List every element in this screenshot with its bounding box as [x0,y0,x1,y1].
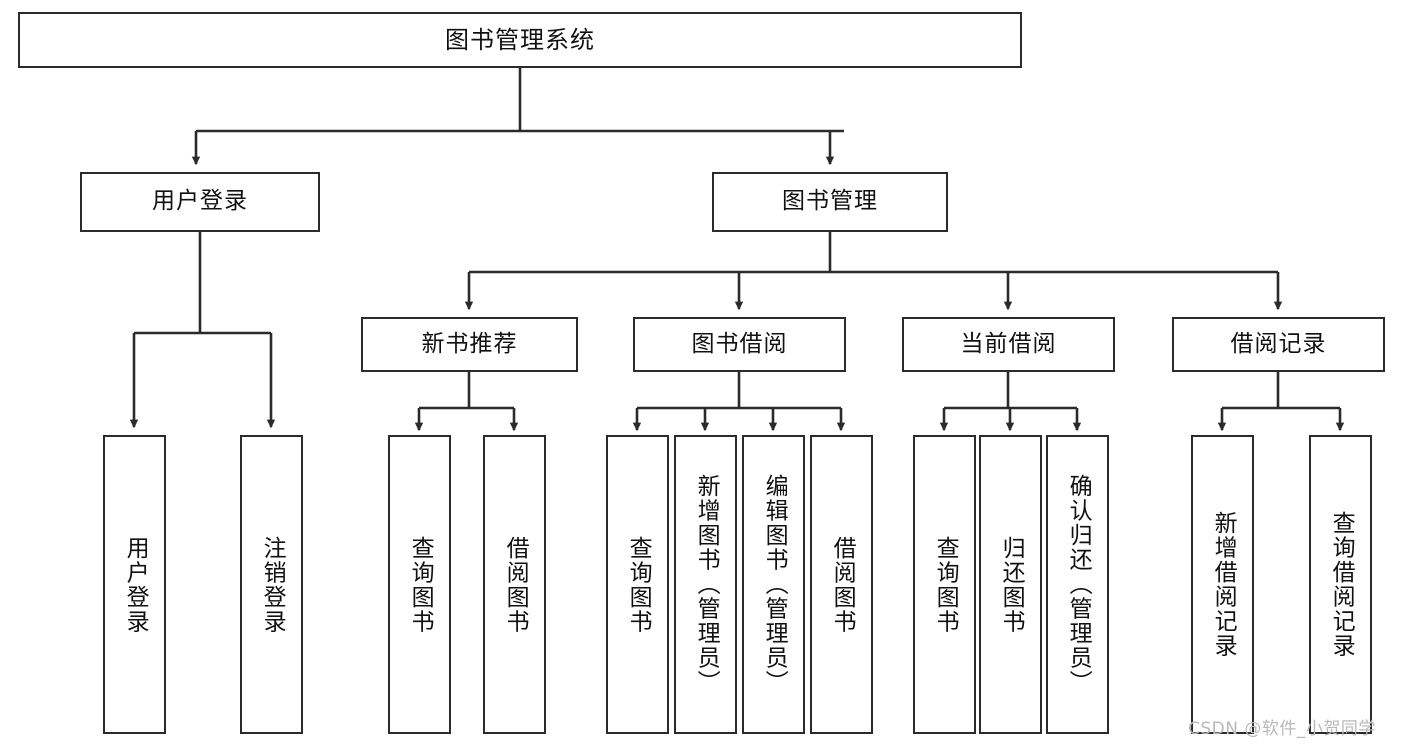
node-current-borrow[interactable]: 当前借阅 [902,317,1115,372]
edges-bookborrow-to-leaves [632,372,846,432]
leaf-return-book[interactable]: 归还图书 [979,435,1042,734]
edges-currentborrow-to-leaves [939,372,1082,432]
leaf-add-borrow-record[interactable]: 新增借阅记录 [1191,435,1254,734]
leaf-query-book-borrow[interactable]: 查询图书 [606,435,669,734]
leaf-confirm-return-admin[interactable]: 确认归还（管理员） [1046,435,1109,734]
leaf-borrow-book-newbook[interactable]: 借阅图书 [483,435,546,734]
node-book-manage[interactable]: 图书管理 [712,172,948,232]
node-user-login[interactable]: 用户登录 [80,172,320,232]
leaf-user-login[interactable]: 用户登录 [103,435,166,734]
leaf-query-borrow-record[interactable]: 查询借阅记录 [1309,435,1372,734]
node-root-system[interactable]: 图书管理系统 [18,12,1022,68]
leaf-logout-login[interactable]: 注销登录 [240,435,303,734]
leaf-edit-book-admin[interactable]: 编辑图书（管理员） [742,435,805,734]
node-book-borrow[interactable]: 图书借阅 [633,317,846,372]
leaf-query-book-newbook[interactable]: 查询图书 [388,435,451,734]
edges-borrowrecord-to-leaves [1217,372,1345,432]
edges-root-to-level1 [191,68,844,166]
leaf-add-book-admin[interactable]: 新增图书（管理员） [674,435,737,734]
node-new-book-recommend[interactable]: 新书推荐 [361,317,578,372]
leaf-query-book-current[interactable]: 查询图书 [913,435,976,734]
edges-userlogin-to-leaves [129,232,276,429]
leaf-borrow-book-borrow[interactable]: 借阅图书 [810,435,873,734]
edges-bookmanage-to-level2 [464,232,1283,311]
csdn-watermark: CSDN @软件_小贺同学 [1188,719,1376,739]
node-borrow-record[interactable]: 借阅记录 [1172,317,1385,372]
edges-newbook-to-leaves [414,372,519,432]
